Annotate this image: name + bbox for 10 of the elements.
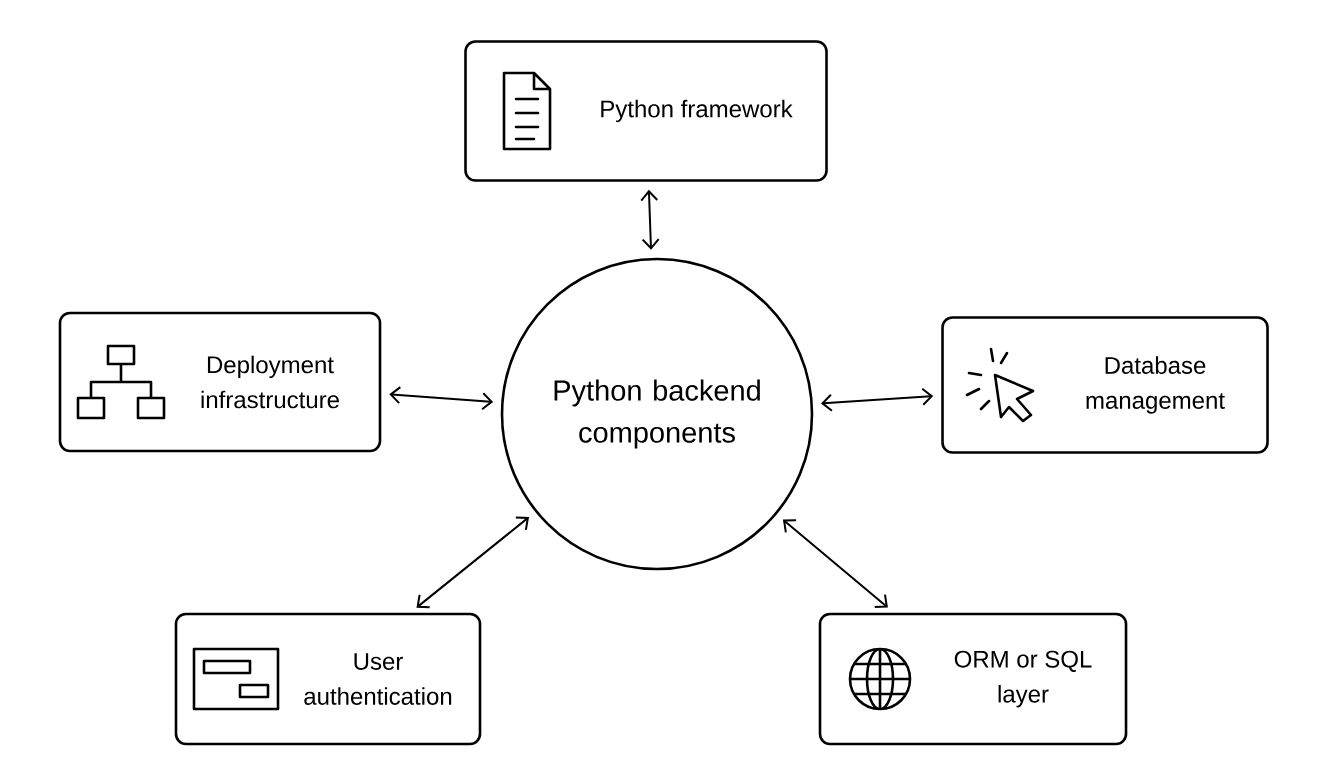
arrow xyxy=(820,387,934,412)
arrow xyxy=(416,516,530,609)
arrow xyxy=(782,519,888,608)
component-box: User authentication xyxy=(174,612,482,746)
component-box: Deployment infrastructure xyxy=(58,311,382,453)
component-box: Database management xyxy=(941,316,1269,454)
component-box: ORM or SQL layer xyxy=(818,612,1128,746)
arrow xyxy=(640,189,660,250)
arrow xyxy=(389,386,494,411)
component-box: Python framework xyxy=(464,40,828,182)
